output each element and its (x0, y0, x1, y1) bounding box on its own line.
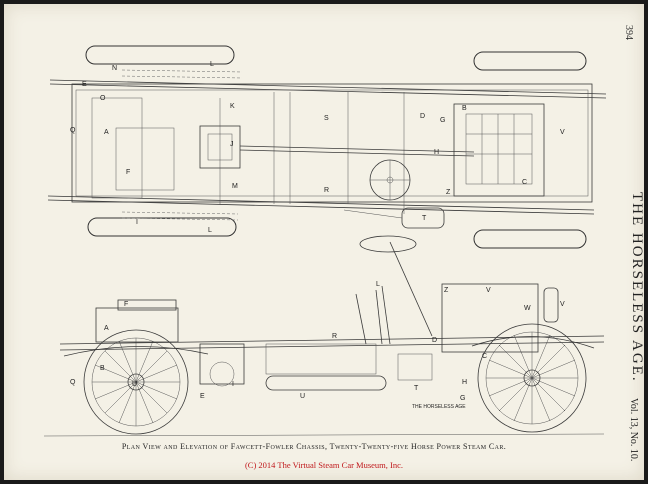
elevation-label: C (482, 353, 487, 360)
plan-tank-a (91, 97, 143, 199)
elevation-stack (543, 287, 559, 323)
plan-rear-left-wheel (473, 51, 587, 71)
plan-label: Q (70, 127, 76, 134)
plan-label: K (230, 103, 235, 110)
plan-front-right-wheel (87, 217, 237, 237)
elevation-label: A (104, 325, 109, 332)
elevation-label: U (132, 381, 137, 388)
plan-label: G (440, 117, 445, 124)
plan-label: M (232, 183, 238, 190)
issue-reference: Vol. 13, No. 10. (628, 398, 639, 462)
plan-label: H (434, 149, 439, 156)
plan-label: S (324, 115, 329, 122)
plan-label: Z (446, 189, 451, 196)
plan-label: A (104, 129, 109, 136)
elevation-rear-wheel (477, 323, 587, 433)
elevation-steering-wheel (359, 235, 417, 253)
plan-label: R (324, 187, 329, 194)
plan-label: C (522, 179, 527, 186)
elevation-boiler-housing (441, 283, 539, 353)
plan-front-left-wheel (85, 45, 235, 65)
elevation-label: V (486, 287, 491, 294)
plan-label: O (100, 95, 106, 102)
plan-label: J (230, 141, 234, 148)
elevation-label: W (524, 305, 531, 312)
plan-label: E (82, 81, 87, 88)
elevation-label: I (232, 381, 234, 388)
elevation-label: B (100, 365, 105, 372)
plan-label: V (560, 129, 565, 136)
elevation-front-wheel (83, 329, 189, 435)
plan-tank-f (115, 127, 175, 191)
magazine-title: THE HORSELESS AGE. (629, 192, 645, 383)
plan-label: N (112, 65, 117, 72)
plan-label: D (420, 113, 425, 120)
elevation-label: F (124, 301, 128, 308)
elevation-label: E (200, 393, 205, 400)
plan-label: I (136, 219, 138, 226)
elevation-label: Z (444, 287, 449, 294)
elevation-label: G (460, 395, 465, 402)
part-labels: N L E O Q A F J K M S R B D G H C V Z T … (70, 61, 565, 402)
plan-label: L (210, 61, 214, 68)
elevation-view: THE HORSELESS AGE (43, 235, 605, 437)
plan-view (47, 45, 607, 249)
elevation-label: V (560, 301, 565, 308)
elevation-label: H (462, 379, 467, 386)
plan-label: F (126, 169, 130, 176)
drawing-stamp: THE HORSELESS AGE (412, 404, 466, 410)
elevation-label: D (432, 337, 437, 344)
plan-label: L (208, 227, 212, 234)
elevation-tank-f (117, 299, 177, 311)
elevation-label: Q (70, 379, 76, 386)
elevation-label: T (414, 385, 419, 392)
elevation-label: U (300, 393, 305, 400)
plan-rear-right-wheel (473, 229, 587, 249)
elevation-tank-a (95, 307, 179, 343)
plan-boiler (453, 103, 545, 197)
figure-caption: Plan View and Elevation of Fawcett-Fowle… (121, 442, 507, 451)
page-number: 394 (623, 25, 634, 40)
elevation-tank-t (397, 353, 433, 381)
document-page: 394 THE HORSELESS AGE. Vol. 13, No. 10. (4, 4, 645, 480)
elevation-tank-r (265, 343, 377, 375)
elevation-tank-u (265, 375, 387, 391)
elevation-engine (199, 343, 245, 385)
elevation-label: R (332, 333, 337, 340)
elevation-label: L (376, 281, 380, 288)
plan-label: B (462, 105, 467, 112)
plan-label: T (422, 215, 427, 222)
chassis-drawing: THE HORSELESS AGE N L E O Q A F J K M S … (43, 45, 607, 437)
copyright-notice: (C) 2014 The Virtual Steam Car Museum, I… (244, 460, 404, 470)
